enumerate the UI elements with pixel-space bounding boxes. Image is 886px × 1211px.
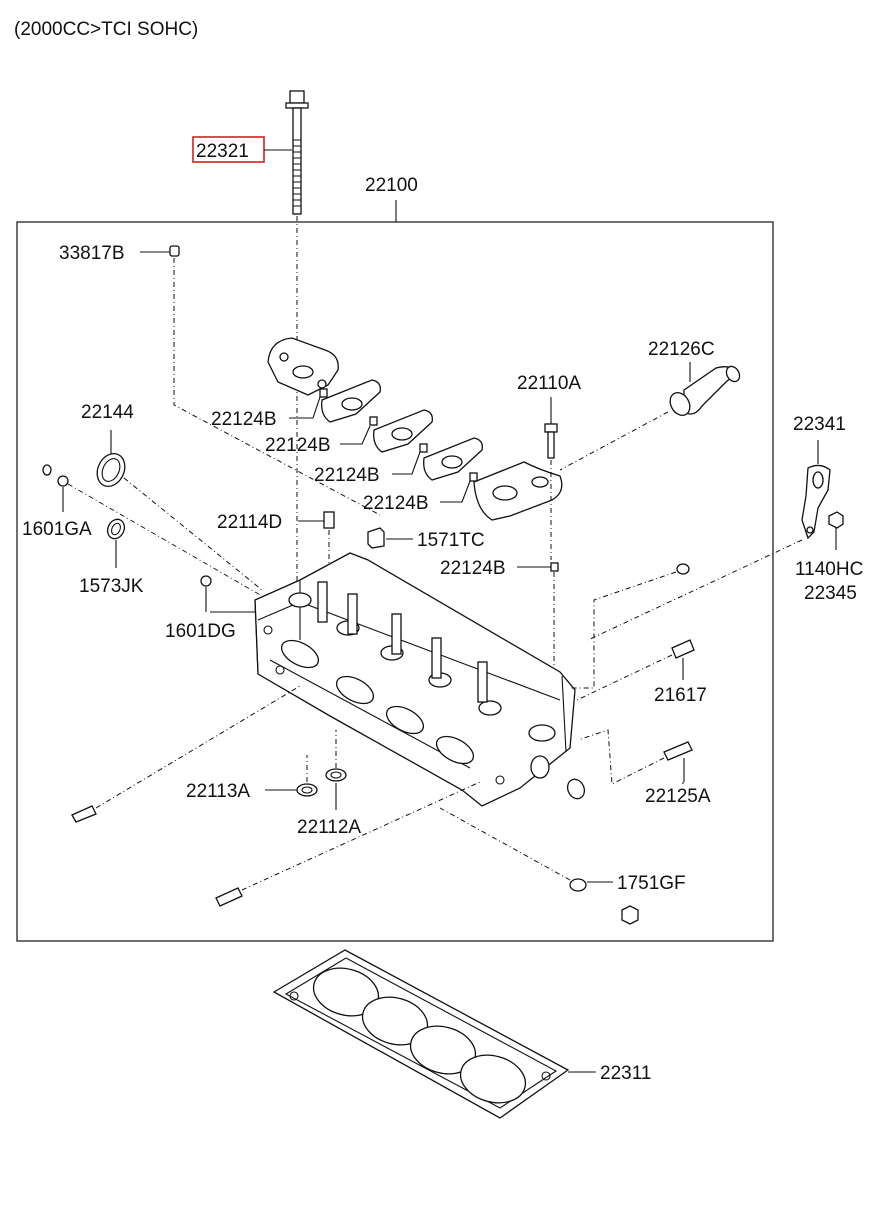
stud-lower-left-2 [215,781,481,907]
ring-side-plug [566,778,586,800]
bearing-cap-3[interactable] [373,409,433,453]
head-gasket-22311[interactable] [272,949,596,1119]
oil-seal-22144[interactable] [92,430,263,591]
label-22114d: 22114D [217,512,282,533]
valve-seal-22112a[interactable] [325,730,347,810]
label-22321: 22321 [196,141,249,162]
label-22311: 22311 [600,1063,651,1084]
plug-33817b-part[interactable] [140,245,381,516]
head-bolt-part[interactable] [285,90,309,590]
plugs-1601ga[interactable] [42,464,263,597]
bearing-cap-4[interactable] [423,437,483,481]
assembly-frame [16,221,774,942]
plug-top-right [570,563,690,689]
label-22124b-1: 22124B [211,409,277,430]
dowel-22114d[interactable] [298,511,335,565]
label-22100: 22100 [365,175,418,196]
plug-1601dg[interactable] [200,575,212,612]
label-22126c: 22126C [648,339,715,360]
label-22113a: 22113A [186,781,250,802]
label-22345: 22345 [804,583,857,604]
valve-seal-22113a[interactable] [265,755,318,797]
bolt-22110a-part[interactable] [544,397,558,560]
label-1140hc: 1140HC [795,559,863,580]
label-22124b-5: 22124B [440,558,506,579]
label-22110a: 22110A [517,373,581,394]
nut-1140hc-part[interactable] [828,511,844,550]
plug-1573jk[interactable] [105,517,128,568]
label-22341: 22341 [793,414,846,435]
label-22144: 22144 [81,402,134,423]
label-33817b: 33817B [59,243,125,264]
bearing-cap-2[interactable] [321,379,381,423]
label-22125a: 22125A [645,786,711,807]
cylinder-head-22100[interactable] [254,552,576,807]
stud-21617[interactable] [576,639,695,701]
stud-22125a[interactable] [577,729,693,785]
label-22124b-3: 22124B [314,465,380,486]
plug-1571tc[interactable] [367,527,413,549]
bearing-cap-1[interactable] [267,337,339,396]
label-21617: 21617 [654,685,707,706]
label-1573jk: 1573JK [79,576,144,597]
label-1751gf: 1751GF [617,873,686,894]
label-22124b-2: 22124B [265,435,331,456]
bearing-cap-5[interactable] [473,461,563,521]
label-22124b-4: 22124B [363,493,429,514]
label-1601dg: 1601DG [165,621,236,642]
label-1571tc: 1571TC [417,530,485,551]
stud-lower-left-1 [71,685,301,823]
bracket-22341-part[interactable] [587,440,831,641]
oring-1751gf[interactable] [439,807,613,892]
engine-variant-title: (2000CC>TCI SOHC) [14,19,198,40]
plug-bottom [621,905,639,925]
label-1601ga: 1601GA [22,519,92,540]
label-22112a: 22112A [297,817,361,838]
elbow-fitting-22126c[interactable] [559,362,742,471]
